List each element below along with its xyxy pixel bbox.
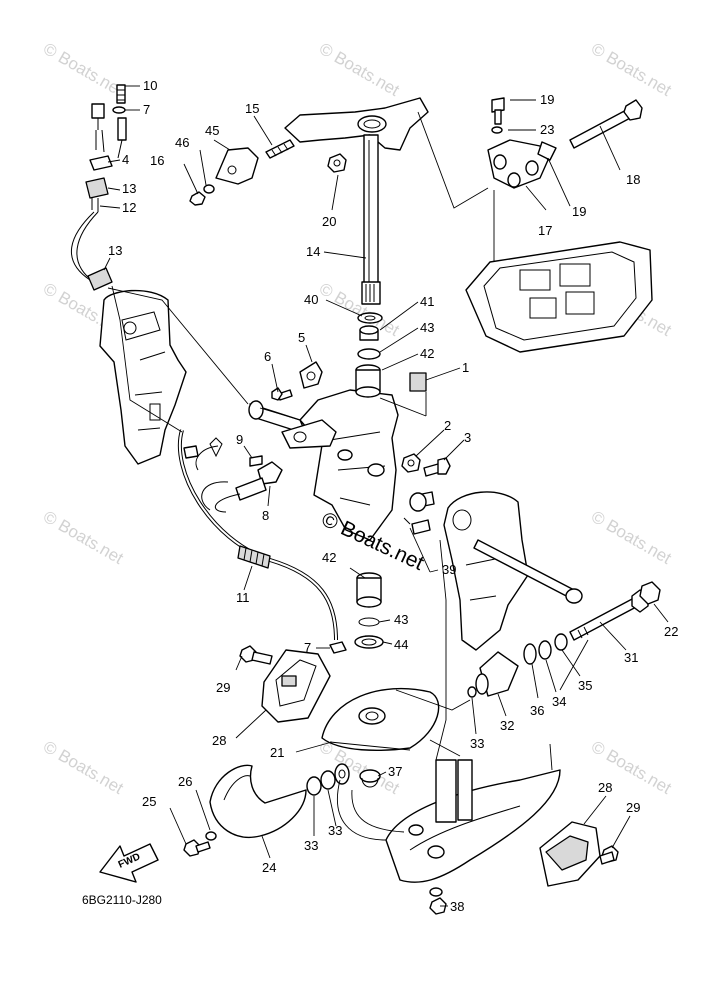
clip-5-group: [271, 361, 323, 401]
callout-32: 33: [304, 838, 318, 853]
upper-bushing-stack: [355, 312, 427, 398]
callout-labels: 10 7 4 13 12 13 15 45 46 16 20 14 40 41 …: [108, 78, 678, 914]
callout-37: 37: [388, 764, 402, 779]
watermark: © Boats.net: [40, 39, 127, 100]
callout-42: 42: [322, 550, 336, 565]
washer-32-33-group: [306, 763, 350, 796]
callout-24: 22: [664, 624, 678, 639]
callout-15: 15: [245, 101, 259, 116]
callout-17: 17: [538, 223, 552, 238]
fwd-arrow-icon: FWD: [99, 843, 159, 883]
watermark: © Boats.net: [588, 507, 675, 568]
cover-25-group: [183, 764, 307, 857]
callout-18: 18: [626, 172, 640, 187]
callout-13: 13: [108, 243, 122, 258]
callout-4: 4: [122, 152, 129, 167]
shift-cable-11: [177, 429, 347, 654]
callout-43: 43: [420, 320, 434, 335]
callout-33: 33: [470, 736, 484, 751]
callout-14: 14: [306, 244, 320, 259]
lower-bushing-stack: [354, 572, 384, 649]
callout-35: 35: [578, 678, 592, 693]
callout-16: 16: [150, 153, 164, 168]
callout-36: 36: [530, 703, 544, 718]
wiring-harness-group: [71, 84, 127, 291]
callout-3: 3: [464, 430, 471, 445]
callout-31: 31: [624, 650, 638, 665]
callout-28: 28: [212, 733, 226, 748]
callout-23: 21: [270, 745, 284, 760]
callout-21: 19: [540, 92, 554, 107]
callout-19: 19: [572, 204, 586, 219]
callout-22: 23: [540, 122, 554, 137]
callout-2: 2: [444, 418, 451, 433]
callout-40: 40: [304, 292, 318, 307]
callout-42: 42: [420, 346, 434, 361]
callout-6: 6: [264, 349, 271, 364]
mount-30-bolt-31-group: [467, 581, 661, 698]
callout-12: 12: [122, 200, 136, 215]
callout-39: 38: [450, 899, 464, 914]
callout-41: 41: [420, 294, 434, 309]
watermark: © Boats.net: [588, 39, 675, 100]
callout-27: 26: [178, 774, 192, 789]
steering-shaft-assembly: [284, 97, 429, 305]
callout-9: 9: [236, 432, 243, 447]
callout-10: 10: [143, 78, 157, 93]
callout-38: 39: [442, 562, 456, 577]
cable-clamp-8-group: [183, 437, 283, 513]
watermark: © Boats.net: [316, 39, 403, 100]
callout-1: 1: [462, 360, 469, 375]
lower-mount-bracket: [321, 687, 440, 788]
leader-lines: [99, 85, 669, 907]
cover-28-right: [539, 821, 619, 887]
callout-44: 44: [394, 637, 408, 652]
callout-11: 11: [236, 590, 250, 605]
callout-29: 29: [626, 800, 640, 815]
nut-2-bolt-3: [401, 453, 451, 477]
callout-29: 29: [216, 680, 230, 695]
callout-45: 45: [205, 123, 219, 138]
callout-8: 8: [262, 508, 269, 523]
callout-46: 46: [175, 135, 189, 150]
watermark: © Boats.net: [40, 737, 127, 798]
right-clamp-bracket: [403, 491, 583, 651]
callout-28: 28: [598, 780, 612, 795]
left-clamp-bracket: [99, 289, 187, 465]
cover-28-left: [239, 645, 331, 723]
callout-5: 5: [298, 330, 305, 345]
watermark: © Boats.net: [40, 507, 127, 568]
callout-43: 43: [394, 612, 408, 627]
bracket-45-group: [189, 139, 295, 206]
callout-20: 20: [322, 214, 336, 229]
callout-13: 13: [122, 181, 136, 196]
upper-right-group: [465, 97, 653, 353]
callout-25: 24: [262, 860, 276, 875]
callout-30: 32: [500, 718, 514, 733]
swivel-bracket: [248, 389, 399, 541]
callout-7: 7: [304, 640, 311, 655]
callout-7: 7: [143, 102, 150, 117]
callout-26: 25: [142, 794, 156, 809]
diagram-code: 6BG2110-J280: [82, 893, 162, 907]
callout-33: 33: [328, 823, 342, 838]
lower-bottom-bracket: [385, 759, 561, 915]
callout-34: 34: [552, 694, 566, 709]
